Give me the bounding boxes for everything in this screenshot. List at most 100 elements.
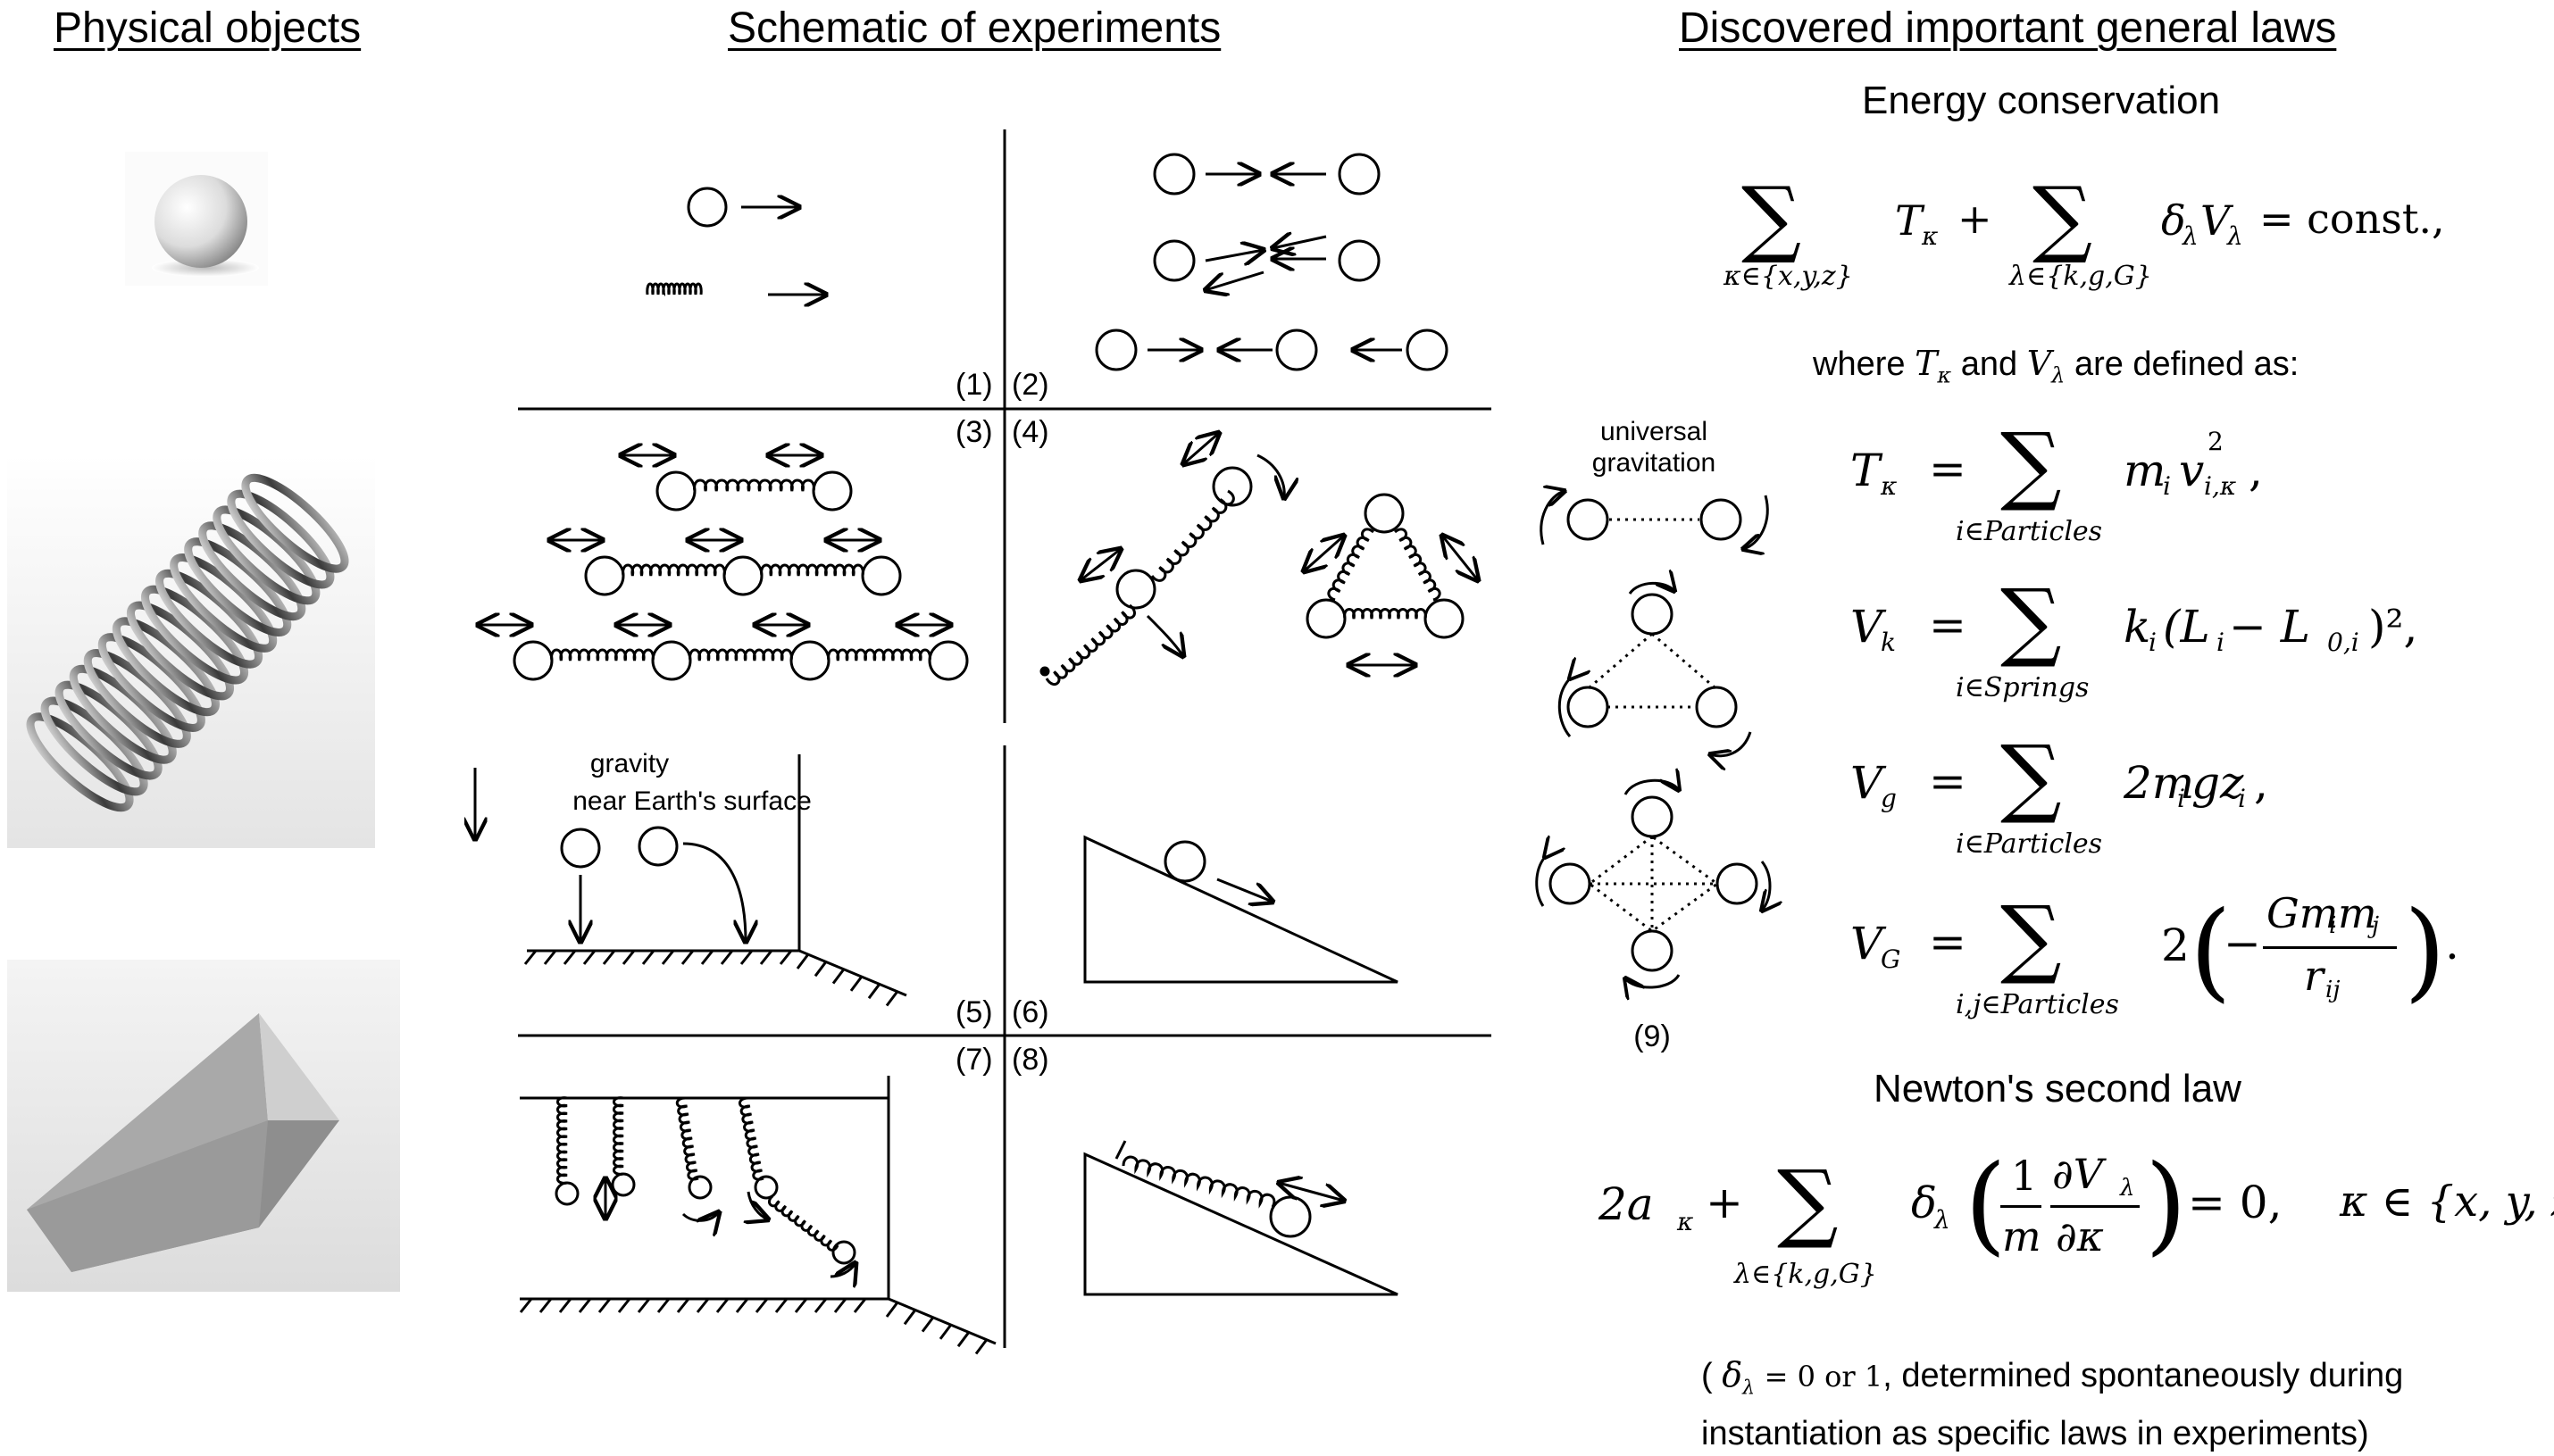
plus-sign: + — [1957, 195, 1992, 243]
wedge-object — [7, 960, 400, 1292]
hatch-mark — [578, 1298, 592, 1313]
newton-delta: δ — [1911, 1178, 1937, 1228]
def-equals: = — [1929, 599, 1966, 651]
hatch-mark — [676, 1298, 690, 1313]
energy-equation: ∑ κ∈{x,y,z} T κ + ∑ λ∈{k,g,G} δ λ V λ = … — [1724, 170, 2545, 304]
rotation-arrow — [681, 1212, 719, 1220]
newton-delta-sub: λ — [1934, 1205, 1950, 1235]
newton-plus: + — [1706, 1177, 1743, 1228]
hatch-mark — [939, 1324, 953, 1340]
newton-rhs: = 0, — [2188, 1177, 2283, 1228]
sum-sign-1: ∑ — [1741, 170, 1802, 267]
def-equals: = — [1929, 916, 1966, 968]
hatch-mark — [661, 950, 675, 965]
label-exp-8: (8) — [1012, 1043, 1049, 1077]
hatch-mark — [974, 1338, 989, 1355]
label-exp-7: (7) — [956, 1043, 993, 1077]
spring-drawing — [693, 478, 815, 492]
wedge-icon — [27, 1013, 339, 1272]
def-tail: , — [2254, 757, 2268, 809]
double-arrow — [1183, 433, 1219, 464]
hatch-mark — [680, 950, 695, 965]
delta-note: ( δλ = 0 or 1, determined spontaneously … — [1701, 1355, 2404, 1452]
hatch-mark — [774, 1298, 789, 1313]
term-V: V — [2200, 196, 2231, 245]
hatch-mark — [538, 1298, 553, 1313]
experiment-2 — [1095, 153, 1448, 371]
header-schematic: Schematic of experiments — [728, 4, 1222, 52]
experiment-9: universal gravitation (9) — [1535, 417, 1813, 1053]
def-equals: = — [1929, 755, 1966, 807]
hatch-mark — [558, 1298, 572, 1313]
newton-equation: 2a κ + ∑ λ∈{k,g,G} δ λ ( 1 m ∂V λ ∂κ ) =… — [1598, 1143, 2554, 1303]
spring-drawing — [550, 648, 655, 661]
hatch-mark — [696, 1298, 710, 1313]
rotation-arrow — [1256, 453, 1284, 498]
ball — [1212, 466, 1253, 507]
rotation-arrow — [1146, 614, 1183, 656]
hatch-mark — [867, 983, 881, 1000]
label-exp-3: (3) — [956, 415, 993, 449]
def-coef: 2 — [2161, 919, 2190, 971]
hatch-mark — [602, 950, 616, 965]
coil-loop — [241, 473, 349, 573]
ball — [611, 1172, 636, 1197]
term-delta-sub: λ — [2183, 221, 2199, 251]
ball — [1423, 598, 1465, 639]
def-denom: r — [2304, 952, 2324, 1000]
frac2-num-sub: λ — [2120, 1175, 2135, 1202]
double-arrow — [1304, 536, 1344, 571]
newton-domain: κ ∈ {x, y, z}. — [2340, 1177, 2554, 1227]
gravity-label-1: gravity — [590, 749, 669, 778]
ball — [928, 640, 969, 681]
def-rhs3-sub: 0,i — [2327, 628, 2359, 657]
frac2-den: ∂κ — [2056, 1212, 2104, 1260]
def-lhs: T — [1850, 445, 1881, 496]
def-sum-sub: i∈Particles — [1956, 516, 2103, 547]
label-exp-2: (2) — [1012, 368, 1049, 402]
hatch-mark — [563, 950, 577, 965]
spring-drawing — [689, 648, 793, 661]
newton-sum-sub: λ∈{k,g,G} — [1734, 1259, 1877, 1290]
term-delta: δ — [2161, 196, 2186, 245]
spring-drawing — [1150, 489, 1235, 582]
spring-drawing — [1343, 608, 1427, 620]
spring-drawing — [1045, 603, 1136, 686]
hatch-mark — [617, 1298, 631, 1313]
spring-drawing — [739, 1096, 764, 1181]
hatch-mark — [814, 1298, 828, 1313]
hatch-mark — [814, 961, 828, 978]
experiment-8 — [1083, 1140, 1398, 1296]
def-lhs: V — [1850, 757, 1883, 809]
sphere-object — [125, 152, 268, 286]
hatch-mark — [523, 950, 538, 965]
spring-drawing — [767, 1194, 839, 1252]
ball — [1306, 598, 1347, 639]
term-T: T — [1895, 196, 1923, 245]
def-numer-sub2: j — [2372, 912, 2380, 939]
def-lhs-sub: k — [1881, 628, 1896, 657]
def-tail: , — [2249, 445, 2263, 496]
spring-icon — [26, 473, 349, 812]
hatch-mark — [656, 1298, 671, 1313]
hatch-mark — [597, 1298, 612, 1313]
def-paren-close: ) — [2404, 889, 2446, 1013]
ball — [754, 1175, 779, 1200]
def-sum-sign: ∑ — [2000, 570, 2062, 670]
def-rhs: m — [2124, 445, 2166, 496]
def-rhs3: − L — [2229, 601, 2310, 653]
header-laws: Discovered important general laws — [1679, 4, 2337, 52]
def-rhs-sub: i — [2163, 471, 2171, 501]
hatch-mark — [637, 1298, 651, 1313]
term-T-sub: κ — [1922, 221, 1939, 251]
def-rhs-sub: i — [2177, 784, 2185, 813]
def-lhs-sub: g — [1881, 784, 1897, 813]
rotation-arrow — [830, 1263, 856, 1277]
hatch-mark — [853, 1298, 867, 1313]
spring-drawing — [622, 563, 726, 577]
spring-object — [7, 455, 375, 848]
label-exp-1: (1) — [956, 368, 993, 402]
experiment-5 — [475, 754, 907, 1007]
